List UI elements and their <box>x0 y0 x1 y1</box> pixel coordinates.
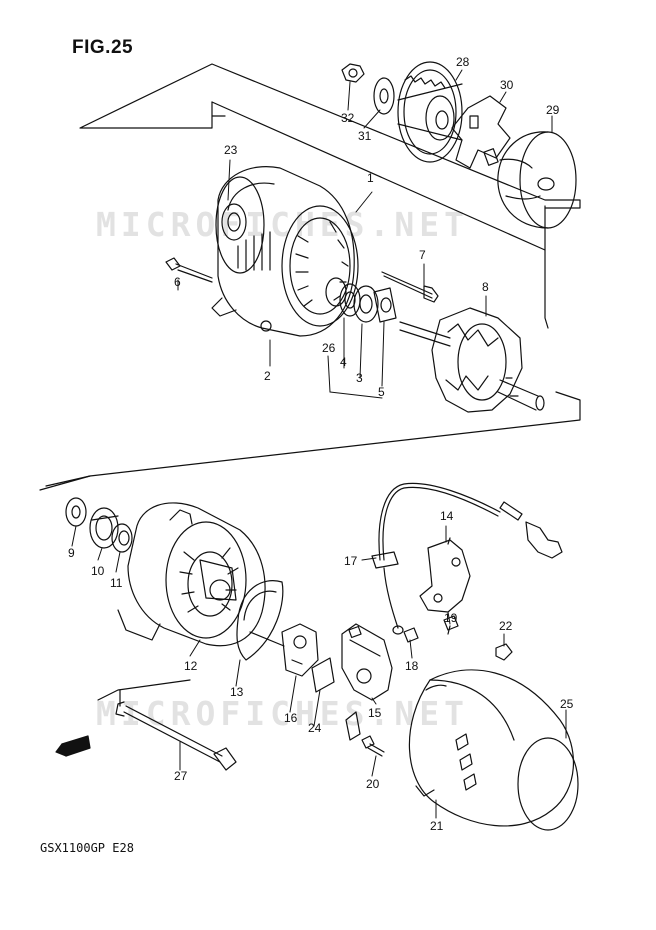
end-housing-12 <box>117 502 266 647</box>
callout-32: 32 <box>341 111 355 125</box>
callout-31: 31 <box>358 129 372 143</box>
pulley-assembly <box>341 61 577 229</box>
callout-8: 8 <box>482 280 489 294</box>
plate-13 <box>236 580 285 661</box>
watermark-bottom: MICROFICHES.NET <box>96 694 470 733</box>
callout-9: 9 <box>68 546 75 560</box>
stud-7 <box>381 271 439 303</box>
alternator-housing <box>211 166 359 337</box>
fwd-arrow-icon <box>55 735 91 757</box>
cover-21-cap-25 <box>408 669 579 831</box>
callout-12: 12 <box>184 659 198 673</box>
insulator-24 <box>311 657 335 693</box>
callout-11: 11 <box>110 576 123 590</box>
callout-5: 5 <box>378 385 385 399</box>
callout-4: 4 <box>340 355 347 369</box>
callout-18: 18 <box>405 659 419 673</box>
callout-19: 19 <box>444 611 458 625</box>
screws-18-19-22 <box>403 615 513 661</box>
bearing-parts-3-4-5 <box>339 283 397 323</box>
regulator-15 <box>341 623 393 701</box>
callout-14: 14 <box>440 509 454 523</box>
callout-22: 22 <box>499 619 513 633</box>
brush-holder-16 <box>281 623 319 677</box>
callout-13: 13 <box>230 685 244 699</box>
callout-30: 30 <box>500 78 514 92</box>
upper-assembly-outline <box>79 63 581 329</box>
clip-screw-20 <box>345 711 385 757</box>
callout-25: 25 <box>560 697 574 711</box>
callout-3: 3 <box>356 371 363 385</box>
leader-lines <box>71 69 567 819</box>
callout-7: 7 <box>419 248 426 262</box>
assembly-divider <box>39 391 581 491</box>
callout-21: 21 <box>430 819 444 833</box>
callout-23: 23 <box>224 143 238 157</box>
wire-harness-17 <box>371 482 563 635</box>
callout-27: 27 <box>174 769 188 783</box>
callout-15: 15 <box>368 706 382 720</box>
callout-24: 24 <box>308 721 322 735</box>
callout-1: 1 <box>367 171 374 185</box>
lower-assembly-outline <box>97 679 191 707</box>
washers-9-10-11 <box>65 497 133 553</box>
callout-6: 6 <box>174 275 181 289</box>
figure-title: FIG.25 <box>72 37 134 58</box>
bolt-6 <box>165 257 213 283</box>
callout-2: 2 <box>264 369 271 383</box>
long-bolt-27 <box>115 701 237 771</box>
watermark-top: MICROFICHES.NET <box>96 205 470 244</box>
callout-26: 26 <box>322 341 336 355</box>
bracket-14 <box>419 537 471 613</box>
callout-28: 28 <box>456 55 470 69</box>
callout-17: 17 <box>344 554 358 568</box>
callout-16: 16 <box>284 711 298 725</box>
rotor-8 <box>399 307 545 413</box>
callout-29: 29 <box>546 103 560 117</box>
callout-10: 10 <box>91 564 105 578</box>
callout-20: 20 <box>366 777 380 791</box>
model-code: GSX1100GP E28 <box>40 841 134 855</box>
